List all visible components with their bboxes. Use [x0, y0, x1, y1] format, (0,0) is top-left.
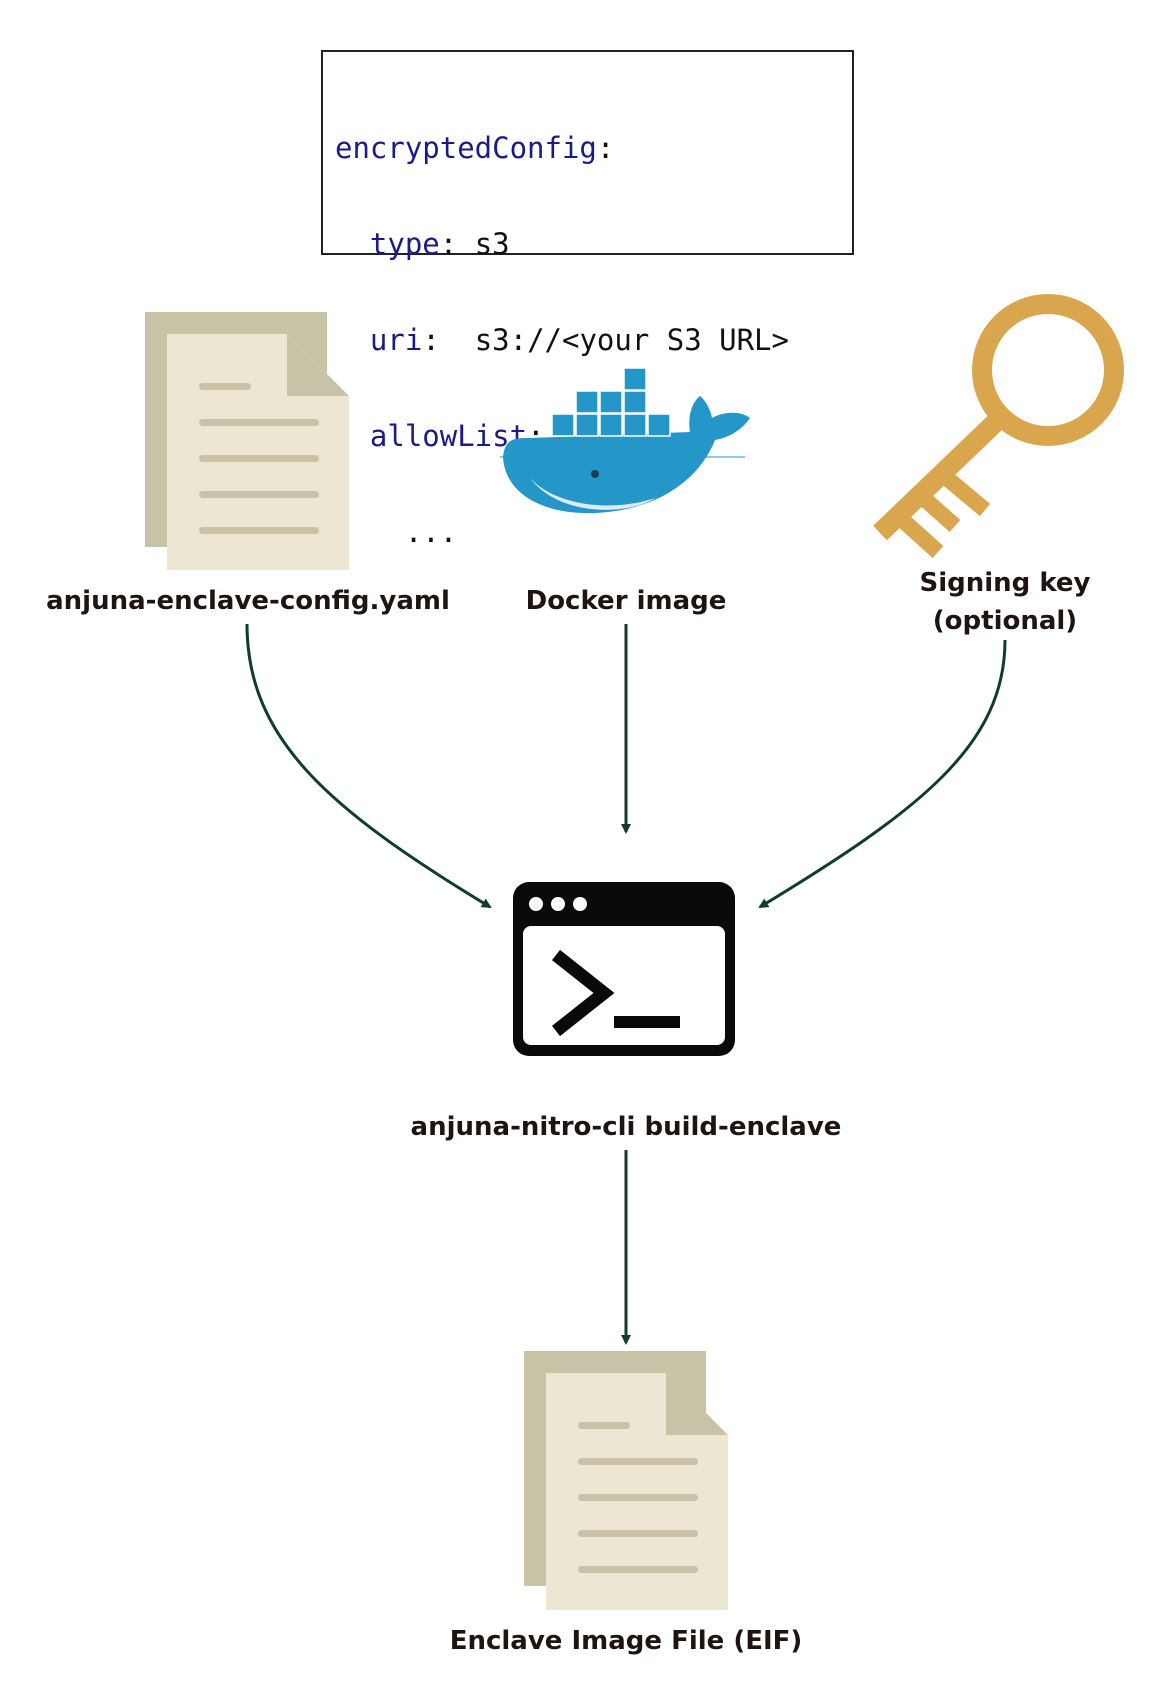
document-icon	[145, 312, 349, 570]
docker-whale-icon	[500, 367, 750, 514]
key-icon	[873, 294, 1124, 558]
code-value: ...	[404, 515, 458, 549]
code-line-5: ...	[335, 516, 852, 548]
code-key: allowList	[369, 419, 528, 453]
eif-label: Enclave Image File (EIF)	[449, 1626, 803, 1656]
code-key: encryptedConfig	[335, 131, 597, 165]
code-line-3: uri: s3://<your S3 URL>	[335, 324, 852, 356]
config-code-snippet: encryptedConfig: type: s3 uri: s3://<you…	[321, 50, 854, 548]
arrow-key-to-cli	[758, 639, 1007, 909]
docker-image-label: Docker image	[525, 586, 727, 616]
config-file-label: anjuna-enclave-config.yaml	[46, 586, 450, 616]
code-line-1: encryptedConfig:	[335, 132, 852, 164]
code-key: type	[369, 227, 440, 261]
code-line-2: type: s3	[335, 228, 852, 260]
code-line-4: allowList:	[335, 420, 852, 452]
terminal-icon	[513, 882, 735, 1056]
cli-command-label: anjuna-nitro-cli build-enclave	[410, 1112, 842, 1142]
code-value: s3://<your S3 URL>	[439, 323, 789, 357]
signing-key-label: Signing key	[919, 568, 1091, 598]
code-sep: :	[422, 323, 440, 357]
code-sep: :	[439, 227, 458, 261]
code-key: uri	[369, 323, 423, 357]
code-sep: :	[596, 131, 615, 165]
signing-key-optional-label: (optional)	[932, 606, 1078, 636]
document-icon	[524, 1351, 728, 1610]
code-value: s3	[457, 227, 510, 261]
arrow-config-to-cli	[245, 623, 492, 909]
